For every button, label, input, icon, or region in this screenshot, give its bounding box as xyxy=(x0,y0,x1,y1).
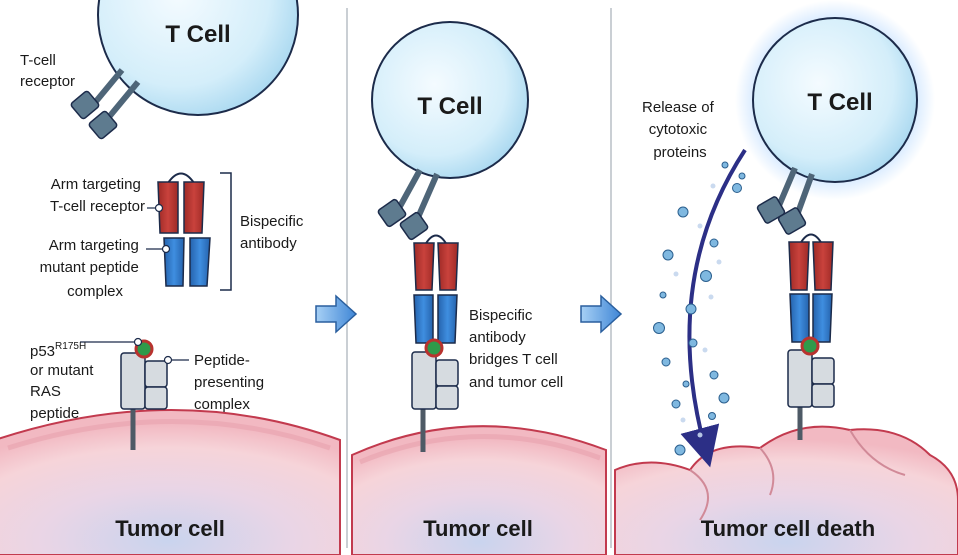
bispecific-antibody-2 xyxy=(413,234,459,344)
step-arrow-1 xyxy=(315,294,358,334)
bispecific-label: Bispecific antibody xyxy=(240,213,308,252)
t-cell-receptor-2 xyxy=(377,168,440,241)
peptide-presenting-complex-3 xyxy=(787,336,835,440)
panel-3: Tumor cell death T Cell xyxy=(614,0,958,555)
release-label: Release of cytotoxic proteins xyxy=(642,99,718,161)
tumor-cell-2 xyxy=(351,425,607,555)
bispecific-bracket xyxy=(220,172,232,291)
t-cell-receptor-3 xyxy=(756,166,815,235)
t-cell-1 xyxy=(97,0,299,116)
t-cell-2 xyxy=(371,21,529,179)
tcr-label: T-cell receptor xyxy=(20,52,75,90)
cytotoxic-proteins xyxy=(653,161,746,456)
t-cell-3 xyxy=(752,17,918,183)
arm-peptide-label: Arm targeting mutant peptide complex xyxy=(40,237,143,300)
panel-1: Tumor cell T Cell T-cell receptor xyxy=(0,0,341,555)
bispecific-antibody-1 xyxy=(157,172,211,287)
t-cell-receptor-1 xyxy=(70,68,141,140)
panel-2: Tumor cell T Cell Bispecific antibody xyxy=(351,21,607,555)
peptide-presenting-complex-1 xyxy=(120,339,168,450)
t-cell-label-1: T Cell xyxy=(165,21,230,48)
t-cell-label-3: T Cell xyxy=(807,89,872,116)
mutant-peptide-label: or mutant RAS peptide xyxy=(30,362,98,422)
step-arrow-2 xyxy=(580,294,623,334)
tumor-cell-label-1: Tumor cell xyxy=(115,516,225,541)
ppc-label: Peptide- presenting complex xyxy=(194,352,268,413)
tumor-cell-1 xyxy=(0,409,341,555)
p53-label: p53R175H xyxy=(30,341,86,360)
tumor-cell-label-3: Tumor cell death xyxy=(701,516,875,541)
bispecific-antibody-3 xyxy=(788,233,834,343)
tumor-cell-label-2: Tumor cell xyxy=(423,516,533,541)
bridge-label: Bispecific antibody bridges T cell and t… xyxy=(469,307,563,391)
arm-tcr-label: Arm targeting T-cell receptor xyxy=(50,176,145,215)
t-cell-label-2: T Cell xyxy=(417,93,482,120)
release-arrow xyxy=(680,148,747,468)
peptide-presenting-complex-2 xyxy=(411,338,459,452)
